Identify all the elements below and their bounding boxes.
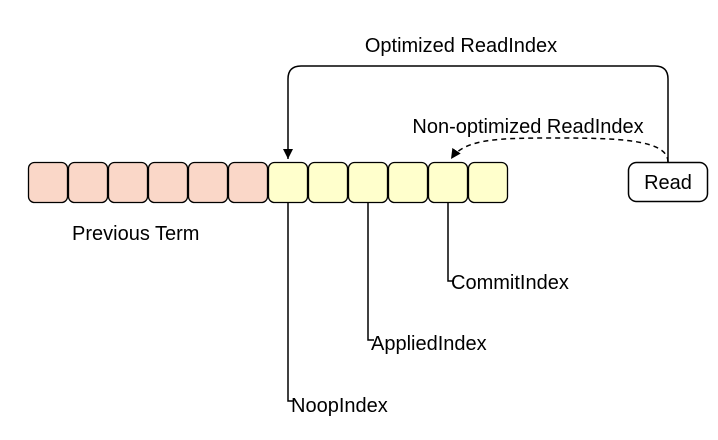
log-entry-prev-1: [27, 161, 69, 204]
applied-index-label: AppliedIndex: [371, 333, 487, 355]
log-entry-applied: [347, 161, 389, 204]
log-entry-cur-6: [467, 161, 509, 204]
log-entry-prev-2: [67, 161, 109, 204]
previous-term-label: Previous Term: [72, 223, 199, 245]
log-entry-prev-4: [147, 161, 189, 204]
log-entry-noop: [267, 161, 309, 204]
commit-index-line: [447, 203, 454, 282]
log-entry-prev-5: [187, 161, 229, 204]
log-entry-cur-4: [387, 161, 429, 204]
log-entry-prev-6: [227, 161, 269, 204]
current-term-entries: [267, 161, 509, 204]
log-entry-commit: [427, 161, 469, 204]
index-markers: [287, 203, 454, 402]
non-optimized-readindex-label: Non-optimized ReadIndex: [412, 116, 643, 138]
noop-index-line: [287, 203, 294, 402]
read-box: [627, 161, 709, 203]
non-optimized-readindex-arrow: [450, 137, 669, 163]
read-box-label: Read: [644, 172, 692, 194]
optimized-readindex-arrow: [283, 65, 669, 162]
applied-index-line: [367, 203, 374, 341]
log-entry-prev-3: [107, 161, 149, 204]
noop-index-label: NoopIndex: [291, 395, 388, 417]
commit-index-label: CommitIndex: [451, 272, 569, 294]
previous-term-entries: [27, 161, 269, 204]
optimized-readindex-label: Optimized ReadIndex: [365, 35, 557, 57]
log-entry-cur-2: [307, 161, 349, 204]
